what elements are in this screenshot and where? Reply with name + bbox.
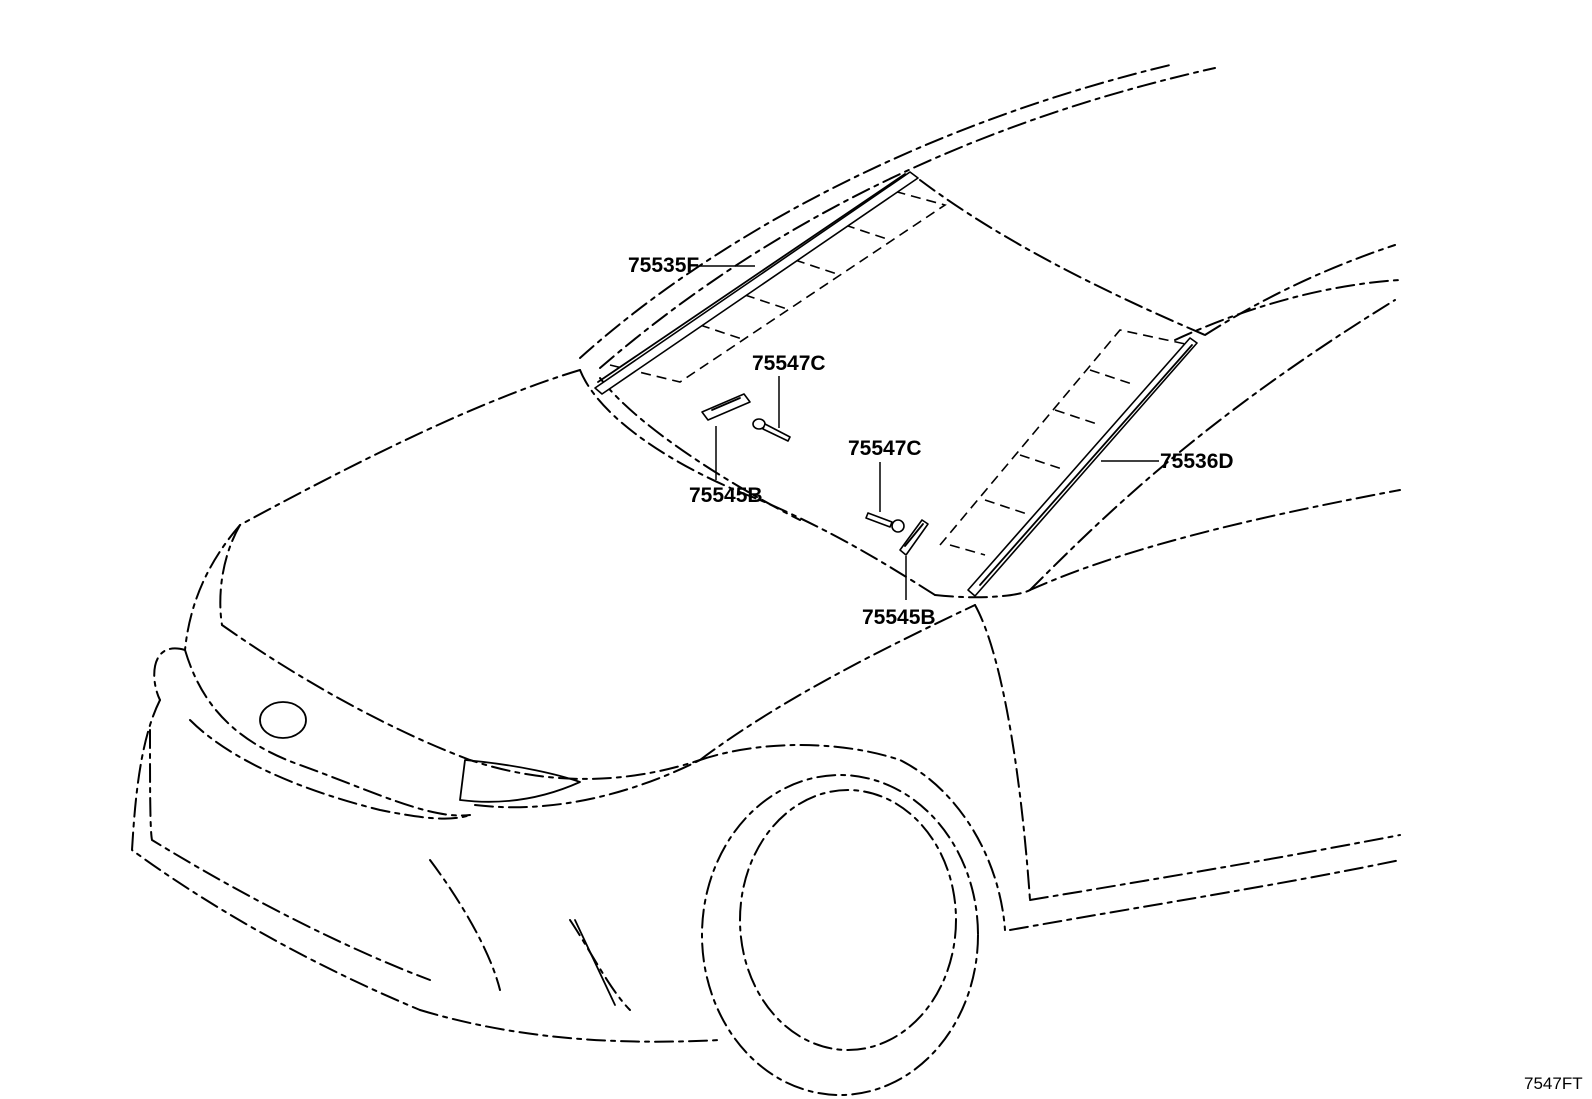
label-75547C-lower: 75547C xyxy=(848,437,922,460)
pillar-molding-right-edge xyxy=(979,344,1193,586)
car-body-outline xyxy=(131,64,1401,1096)
windshield-zones xyxy=(609,189,1191,556)
figure-code: 7547FT xyxy=(1524,1074,1583,1093)
label-75535F: 75535F xyxy=(628,254,699,277)
label-75536D: 75536D xyxy=(1160,450,1234,473)
pillar-molding-left-edge xyxy=(597,173,906,383)
label-75545B-lower: 75545B xyxy=(862,606,936,629)
retainer-clip-upper xyxy=(701,393,751,421)
pillar-molding-right xyxy=(967,337,1198,597)
clip-lower xyxy=(865,512,905,533)
label-75545B-upper: 75545B xyxy=(689,484,763,507)
pillar-molding-left xyxy=(594,171,919,395)
clip-upper xyxy=(752,418,791,442)
retainer-clip-lower xyxy=(899,519,929,556)
label-75547C-upper: 75547C xyxy=(752,352,826,375)
